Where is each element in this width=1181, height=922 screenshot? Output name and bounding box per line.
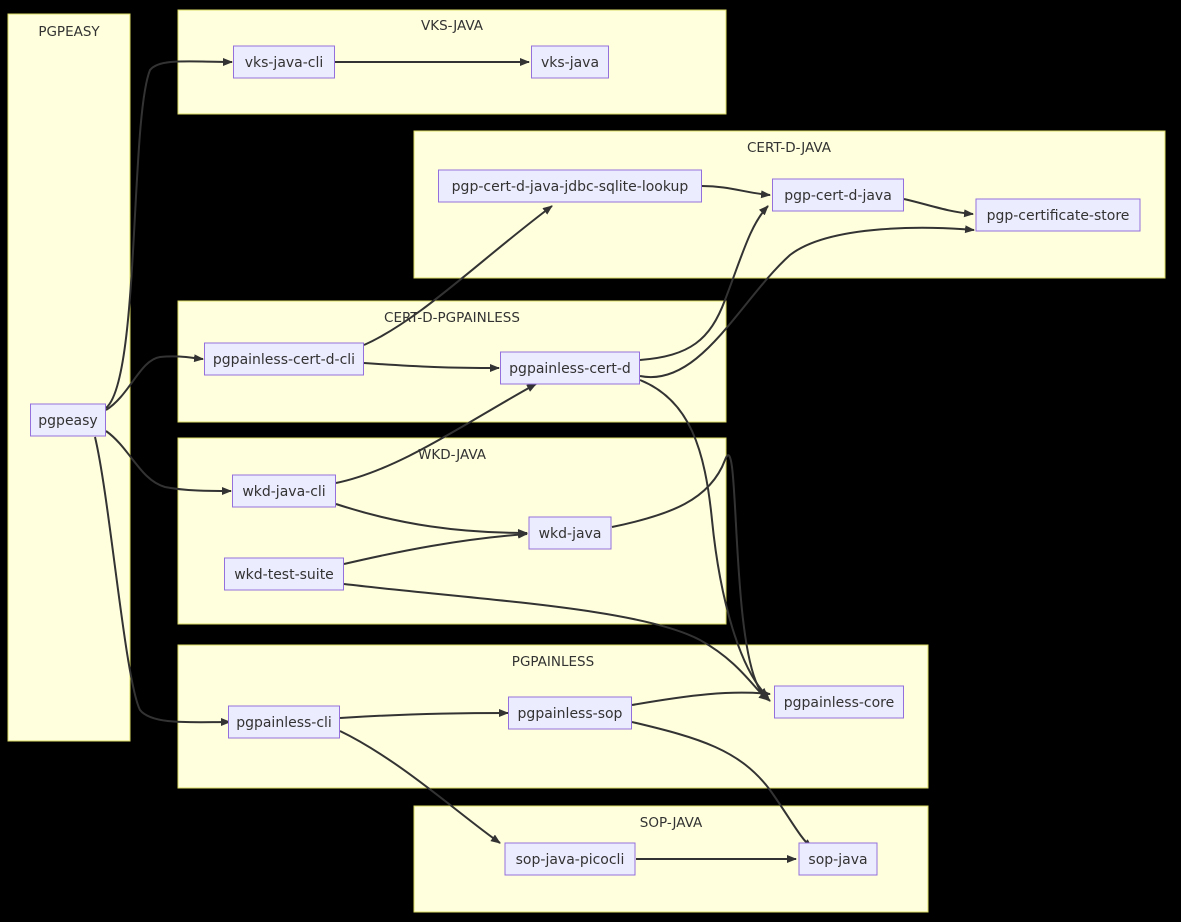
edge-pgpainless_cli-to-sop_java_picocli (339, 730, 501, 844)
node-wkd_java_cli[interactable]: wkd-java-cli (232, 474, 336, 508)
node-label-pgp_certificate_store: pgp-certificate-store (987, 208, 1130, 224)
node-sop_java_node[interactable]: sop-java (798, 842, 878, 876)
edge-wkd_test_suite-to-pgpainless_core (343, 583, 769, 701)
node-rect-sop_java_node[interactable] (798, 842, 878, 876)
node-label-pgpainless_sop: pgpainless-sop (518, 706, 623, 722)
node-pgpeasy[interactable]: pgpeasy (30, 403, 106, 437)
cluster-wkd_java: WKD-JAVA (177, 437, 727, 625)
node-rect-pgp_cert_d_java_jdbc_sqlite_lookup[interactable] (438, 169, 702, 203)
edge-pgpeasy-to-pgpainless_cert_d_cli (105, 354, 204, 411)
edge-pgpainless_cert_d-to-pgp_certificate_store (639, 225, 975, 379)
edge-pgpeasy-to-pgpainless_cli (94, 436, 231, 727)
node-rect-vks_java_cli[interactable] (233, 45, 335, 79)
node-pgp_cert_d_java_jdbc_sqlite_lookup[interactable]: pgp-cert-d-java-jdbc-sqlite-lookup (438, 169, 702, 203)
node-label-pgpainless_cli: pgpainless-cli (236, 715, 332, 731)
node-label-wkd_java_node: wkd-java (539, 526, 602, 542)
edges-layer (94, 57, 975, 863)
node-label-wkd_java_cli: wkd-java-cli (242, 484, 325, 500)
edge-pgpainless_cert_d_cli-to-pgpainless_cert_d (363, 362, 500, 372)
node-rect-wkd_test_suite[interactable] (224, 557, 344, 591)
node-label-vks_java: vks-java (541, 55, 599, 71)
node-sop_java_picocli[interactable]: sop-java-picocli (504, 842, 636, 876)
node-rect-pgpainless_core[interactable] (774, 685, 904, 719)
node-rect-pgpeasy[interactable] (30, 403, 106, 437)
node-pgp_cert_d_java[interactable]: pgp-cert-d-java (772, 178, 904, 212)
cluster-rect-wkd_java (177, 437, 727, 625)
edge-wkd_test_suite-to-wkd_java_node (343, 530, 528, 565)
cluster-label-sop_java: SOP-JAVA (640, 815, 703, 831)
node-pgpainless_core[interactable]: pgpainless-core (774, 685, 904, 719)
node-pgpainless_cli[interactable]: pgpainless-cli (228, 705, 340, 739)
node-label-sop_java_node: sop-java (808, 852, 867, 868)
node-rect-pgp_certificate_store[interactable] (975, 198, 1141, 232)
node-rect-wkd_java_node[interactable] (528, 516, 612, 550)
clusters-layer: PGPEASY VKS-JAVA CERT-D-JAVA CERT-D-PGPAINL… (7, 9, 1166, 913)
cluster-label-wkd_java: WKD-JAVA (418, 447, 487, 463)
edge-pgpeasy-to-vks_java_cli (105, 57, 233, 409)
cluster-label-cert_d_java: CERT-D-JAVA (747, 140, 832, 156)
cluster-rect-pgpeasy (7, 13, 131, 742)
node-rect-pgp_cert_d_java[interactable] (772, 178, 904, 212)
node-label-pgpainless_cert_d_cli: pgpainless-cert-d-cli (213, 352, 355, 368)
node-label-sop_java_picocli: sop-java-picocli (516, 852, 625, 868)
node-label-pgpainless_core: pgpainless-core (784, 695, 894, 711)
node-vks_java[interactable]: vks-java (531, 45, 609, 79)
edge-pgpainless_cert_d-to-pgp_cert_d_java (639, 205, 769, 361)
edge-wkd_java_cli-to-wkd_java_node (335, 503, 528, 537)
node-pgpainless_cert_d_cli[interactable]: pgpainless-cert-d-cli (204, 342, 364, 376)
node-rect-vks_java[interactable] (531, 45, 609, 79)
node-rect-pgpainless_cli[interactable] (228, 705, 340, 739)
cluster-label-pgpainless: PGPAINLESS (512, 654, 594, 670)
node-rect-sop_java_picocli[interactable] (504, 842, 636, 876)
node-rect-pgpainless_sop[interactable] (508, 696, 632, 730)
node-label-pgpeasy: pgpeasy (38, 413, 97, 429)
edge-pgp_cert_d_java_jdbc_sqlite_lookup-to-pgp_cert_d_java (701, 185, 771, 199)
cluster-label-pgpeasy: PGPEASY (38, 24, 100, 40)
node-label-pgp_cert_d_java_jdbc_sqlite_lookup: pgp-cert-d-java-jdbc-sqlite-lookup (452, 179, 689, 195)
node-rect-pgpainless_cert_d_cli[interactable] (204, 342, 364, 376)
edge-pgpainless_cli-to-pgpainless_sop (339, 709, 509, 719)
node-pgpainless_cert_d[interactable]: pgpainless-cert-d (500, 351, 640, 385)
cluster-pgpeasy: PGPEASY (7, 13, 131, 742)
cluster-label-vks_java: VKS-JAVA (421, 18, 484, 34)
node-vks_java_cli[interactable]: vks-java-cli (233, 45, 335, 79)
cluster-label-cert_d_pgpainless: CERT-D-PGPAINLESS (384, 310, 520, 326)
node-rect-wkd_java_cli[interactable] (232, 474, 336, 508)
edge-pgpainless_sop-to-sop_java_node (631, 721, 813, 849)
node-pgp_certificate_store[interactable]: pgp-certificate-store (975, 198, 1141, 232)
edge-wkd_java_cli-to-pgpainless_cert_d (335, 383, 537, 484)
node-wkd_test_suite[interactable]: wkd-test-suite (224, 557, 344, 591)
node-label-pgpainless_cert_d: pgpainless-cert-d (509, 361, 631, 377)
edge-pgpainless_cert_d_cli-to-pgp_cert_d_java_jdbc_sqlite_lookup (363, 205, 553, 346)
edge-pgpeasy-to-wkd_java_cli (105, 430, 232, 495)
node-label-wkd_test_suite: wkd-test-suite (234, 567, 334, 583)
edge-pgpainless_cert_d-to-pgpainless_core (639, 379, 769, 698)
node-pgpainless_sop[interactable]: pgpainless-sop (508, 696, 632, 730)
node-label-pgp_cert_d_java: pgp-cert-d-java (784, 188, 892, 204)
node-wkd_java_node[interactable]: wkd-java (528, 516, 612, 550)
nodes-layer: pgpeasy vks-java-cli vks-java pgp-cert-d-ja… (30, 45, 1141, 876)
node-label-vks_java_cli: vks-java-cli (245, 55, 324, 71)
edge-pgp_cert_d_java-to-pgp_certificate_store (903, 198, 974, 218)
node-rect-pgpainless_cert_d[interactable] (500, 351, 640, 385)
edge-pgpainless_sop-to-pgpainless_core (631, 689, 771, 706)
